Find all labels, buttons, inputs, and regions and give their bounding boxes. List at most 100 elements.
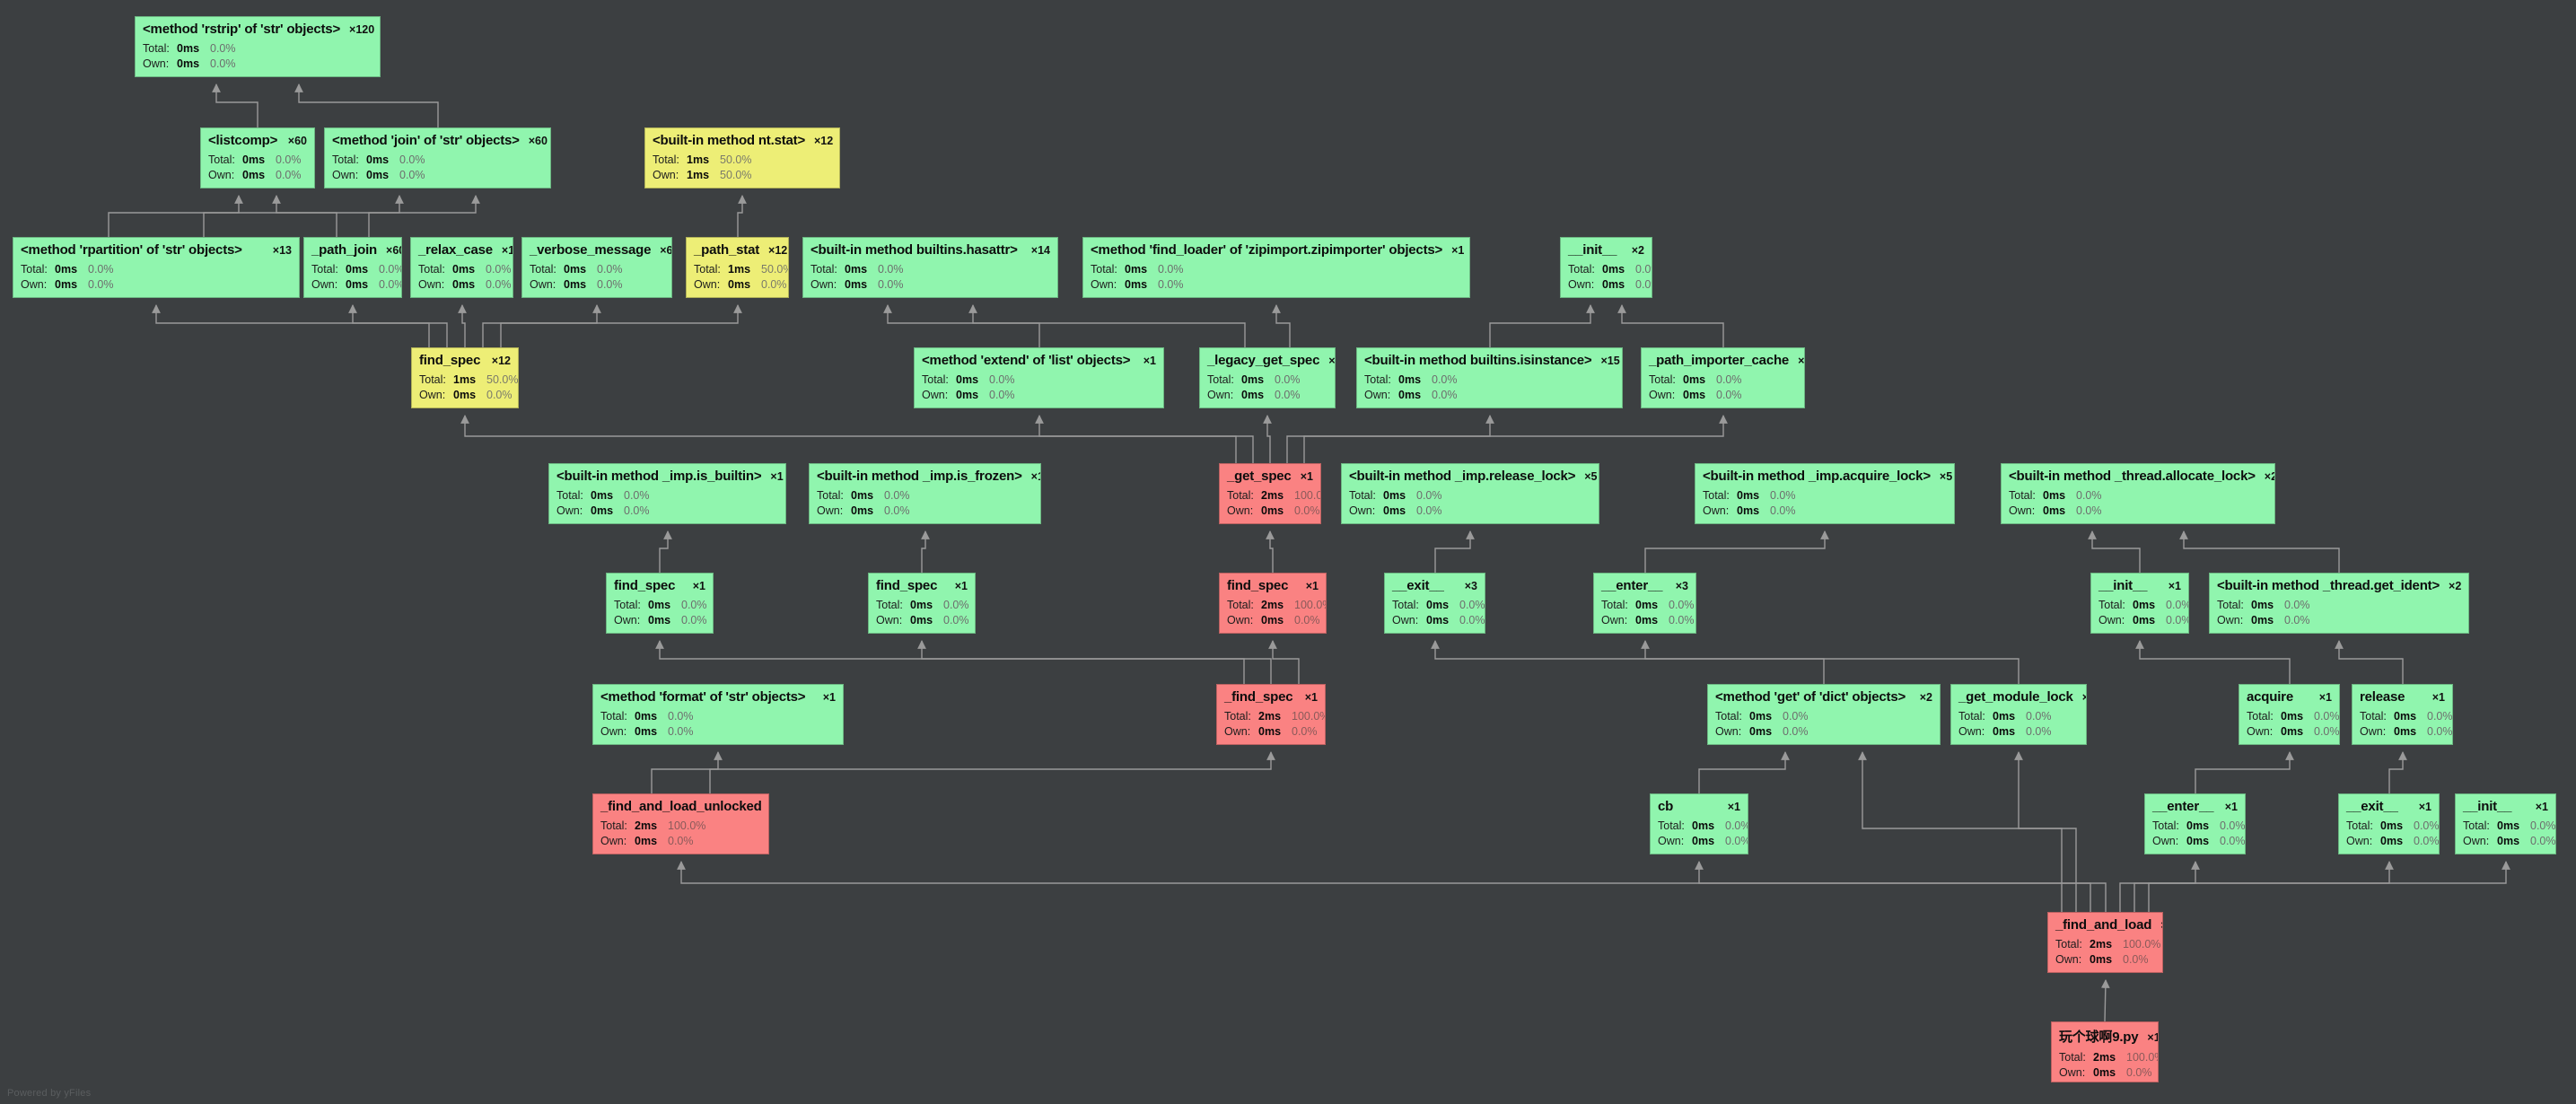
call-edge: [659, 530, 672, 573]
stat-percent: 0.0%: [1716, 373, 1742, 386]
stat-value: 0ms: [1261, 504, 1284, 517]
call-graph-node[interactable]: <built-in method _imp.is_frozen>×1Total:…: [809, 463, 1041, 524]
stat-percent: 0.0%: [2414, 835, 2440, 847]
node-function-name: __enter__: [1601, 578, 1663, 593]
stat-value: 0ms: [1737, 489, 1760, 502]
stat-percent: 0.0%: [2126, 1066, 2152, 1079]
call-edge: [1266, 530, 1275, 573]
call-graph-node[interactable]: _get_module_lock×1Total:0ms0.0%Own:0ms0.…: [1950, 684, 2087, 745]
stat-percent: 0.0%: [2076, 489, 2102, 502]
stat-percent: 0.0%: [668, 710, 694, 723]
node-title-row: __enter__×3: [1601, 578, 1688, 593]
stat-label: Own:: [2059, 1066, 2086, 1079]
stat-value: 0ms: [1383, 504, 1406, 517]
node-function-name: _find_spec: [1224, 689, 1293, 705]
stat-label: Total:: [876, 599, 903, 611]
stat-value: 0ms: [2394, 710, 2417, 723]
stat-percent: 0.0%: [668, 835, 694, 847]
call-graph-node[interactable]: _legacy_get_spec×1Total:0ms0.0%Own:0ms0.…: [1199, 347, 1336, 408]
node-title-row: find_spec×1: [614, 578, 705, 593]
stat-percent: 0.0%: [761, 278, 787, 291]
stat-value: 0ms: [2043, 489, 2066, 502]
stat-percent: 0.0%: [1635, 278, 1652, 291]
call-graph-node[interactable]: <built-in method builtins.isinstance>×15…: [1356, 347, 1623, 408]
stat-value: 0ms: [635, 835, 658, 847]
call-graph-node[interactable]: <method 'find_loader' of 'zipimport.zipi…: [1082, 237, 1470, 298]
call-graph-node[interactable]: <method 'rpartition' of 'str' objects>×1…: [13, 237, 300, 298]
stat-percent: 100.0%: [668, 819, 706, 832]
stat-percent: 0.0%: [276, 153, 302, 166]
stat-value: 0ms: [1635, 614, 1659, 626]
stat-value: 0ms: [1125, 278, 1148, 291]
stat-label: Total:: [2463, 819, 2490, 832]
call-graph-node[interactable]: _path_importer_cache×15Total:0ms0.0%Own:…: [1641, 347, 1805, 408]
call-graph-node[interactable]: _find_and_load×1Total:2ms100.0%Own:0ms0.…: [2047, 912, 2163, 973]
stat-value: 1ms: [728, 263, 751, 276]
call-edge: [1286, 415, 1494, 463]
call-graph-node[interactable]: _verbose_message×60Total:0ms0.0%Own:0ms0…: [521, 237, 672, 298]
call-graph-node[interactable]: _find_and_load_unlocked×1Total:2ms100.0%…: [592, 793, 769, 854]
node-call-count: ×1: [1328, 355, 1336, 367]
stat-value: 0ms: [956, 389, 979, 401]
stat-percent: 0.0%: [943, 599, 969, 611]
stat-value: 0ms: [2093, 1066, 2116, 1079]
stat-value: 0ms: [452, 263, 476, 276]
stat-label: Own:: [2009, 504, 2036, 517]
node-function-name: <built-in method _imp.release_lock>: [1349, 469, 1576, 484]
call-edge: [921, 530, 930, 573]
stat-percent: 0.0%: [2026, 725, 2052, 738]
node-title-row: <built-in method nt.stat>×12: [653, 133, 833, 148]
node-call-count: ×1: [954, 580, 968, 592]
node-call-count: ×15: [1600, 355, 1620, 367]
call-graph-node[interactable]: <built-in method _thread.allocate_lock>×…: [2001, 463, 2275, 524]
stat-label: Total:: [1224, 710, 1251, 723]
stat-percent: 100.0%: [1294, 489, 1320, 502]
node-function-name: acquire: [2247, 689, 2293, 705]
node-call-count: ×1: [2224, 801, 2238, 813]
